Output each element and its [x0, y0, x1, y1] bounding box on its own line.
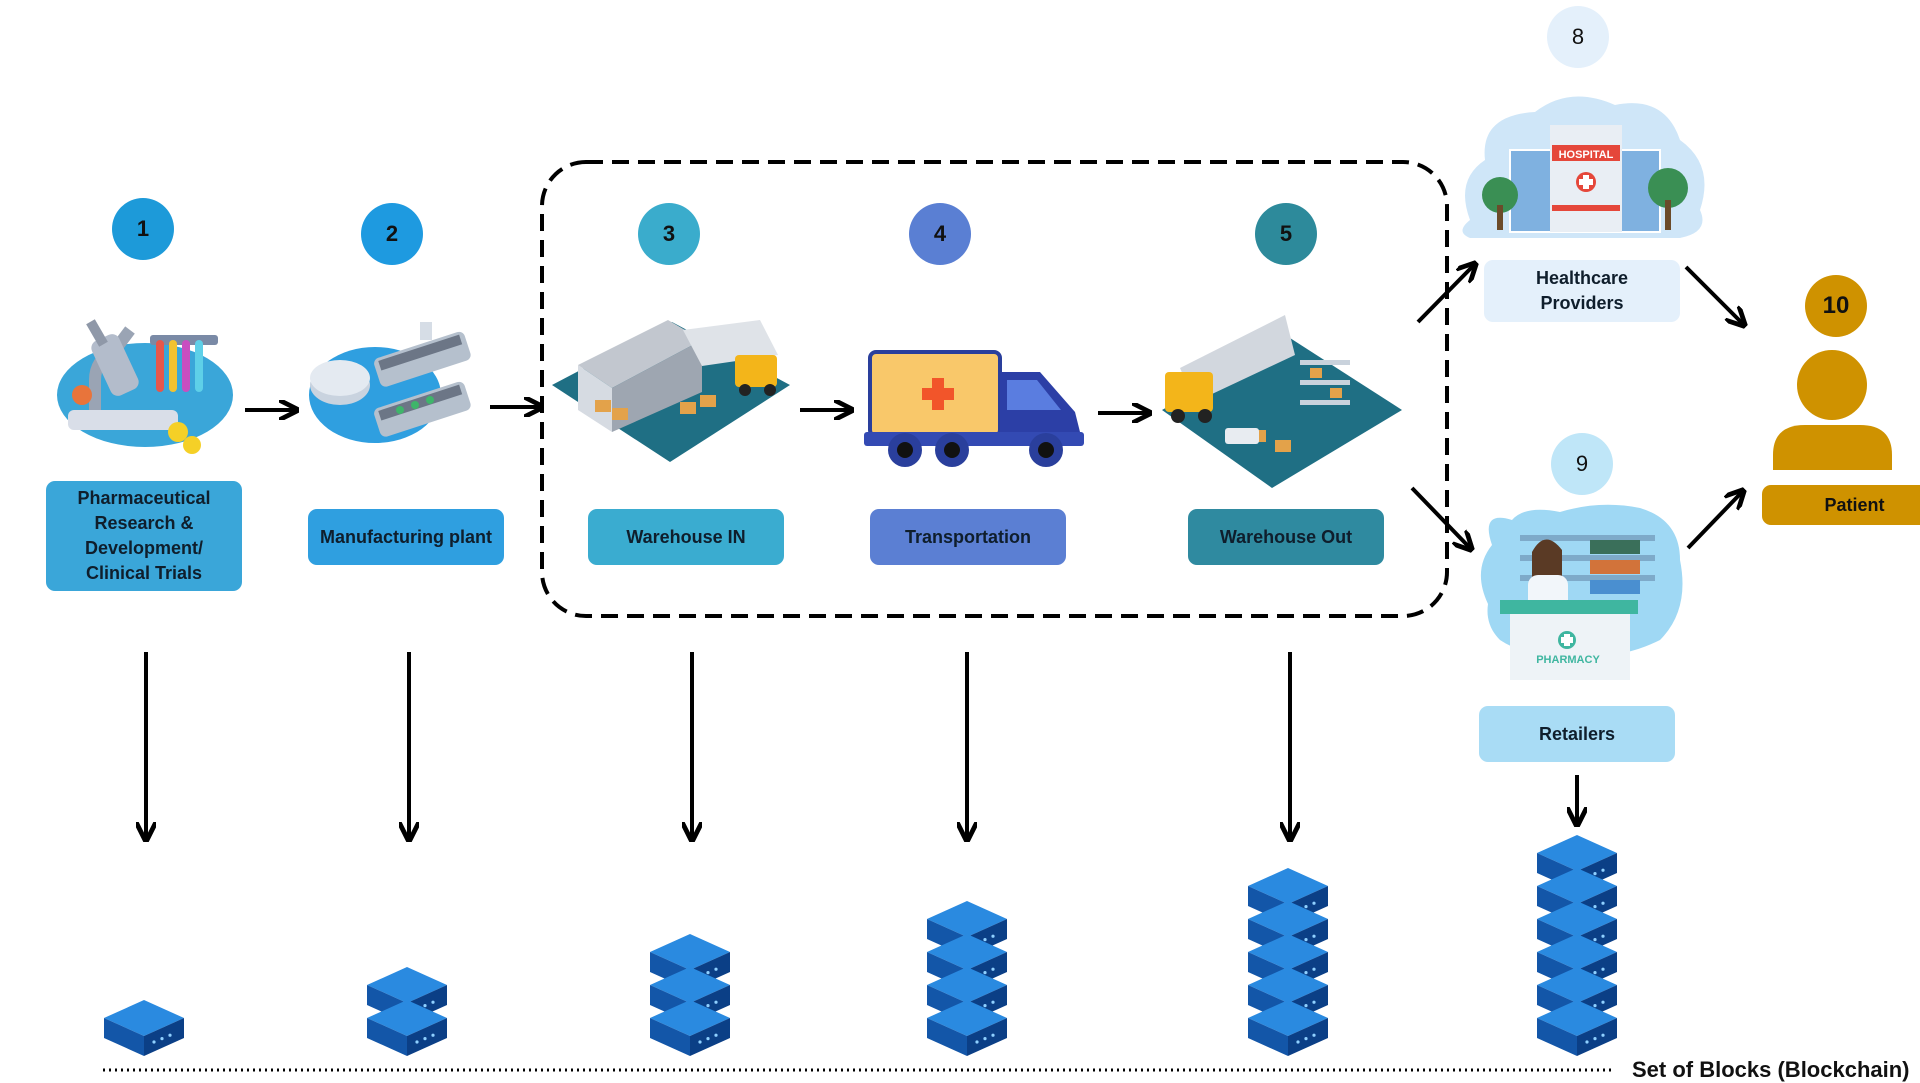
- stage-label-warehouse-out: Warehouse Out: [1188, 509, 1384, 565]
- stage-label-retailers: Retailers: [1479, 706, 1675, 762]
- hospital-icon: HOSPITAL: [1462, 96, 1705, 238]
- pharmacy-icon: PHARMACY: [1480, 504, 1683, 680]
- block-2-1: [367, 1000, 447, 1056]
- blockchain-caption: Set of Blocks (Blockchain): [1632, 1057, 1910, 1082]
- hospital-sign-text: HOSPITAL: [1559, 149, 1614, 161]
- stage-label-warehouse-in: Warehouse IN: [588, 509, 784, 565]
- step-badge-3: 3: [638, 203, 700, 265]
- step-badge-1: 1: [112, 198, 174, 260]
- warehouse-in-icon: [552, 320, 790, 462]
- step-badge-8: 8: [1547, 6, 1609, 68]
- stage-label-research: Pharmaceutical Research & Development/ C…: [46, 481, 242, 591]
- patient-person-icon: [1773, 350, 1892, 470]
- arrow-8-to-10: [1684, 265, 1743, 324]
- block-9-1: [1537, 1000, 1617, 1056]
- arrow-5-to-9: [1410, 486, 1470, 548]
- pharmacy-sign-text: PHARMACY: [1536, 654, 1600, 666]
- stage-label-manufacturing: Manufacturing plant: [308, 509, 504, 565]
- step-badge-2: 2: [361, 203, 423, 265]
- step-badge-10: 10: [1805, 275, 1867, 337]
- delivery-truck-icon: [864, 350, 1084, 467]
- arrow-9-to-10: [1686, 492, 1742, 550]
- warehouse-out-icon: [1162, 315, 1402, 488]
- microscope-lab-icon: [57, 319, 233, 454]
- stage-label-patient: Patient: [1762, 485, 1920, 525]
- block-4-1: [927, 1000, 1007, 1056]
- stage-label-transportation: Transportation: [870, 509, 1066, 565]
- warehouse-group-dashed-box: [540, 160, 1449, 618]
- step-badge-5: 5: [1255, 203, 1317, 265]
- arrow-5-to-8: [1416, 265, 1474, 324]
- block-1-1: [104, 1000, 184, 1056]
- stage-label-healthcare-providers: Healthcare Providers: [1484, 260, 1680, 322]
- manufacturing-plant-icon: [309, 322, 471, 443]
- block-5-1: [1248, 1000, 1328, 1056]
- block-3-1: [650, 1000, 730, 1056]
- step-badge-4: 4: [909, 203, 971, 265]
- step-badge-9: 9: [1551, 433, 1613, 495]
